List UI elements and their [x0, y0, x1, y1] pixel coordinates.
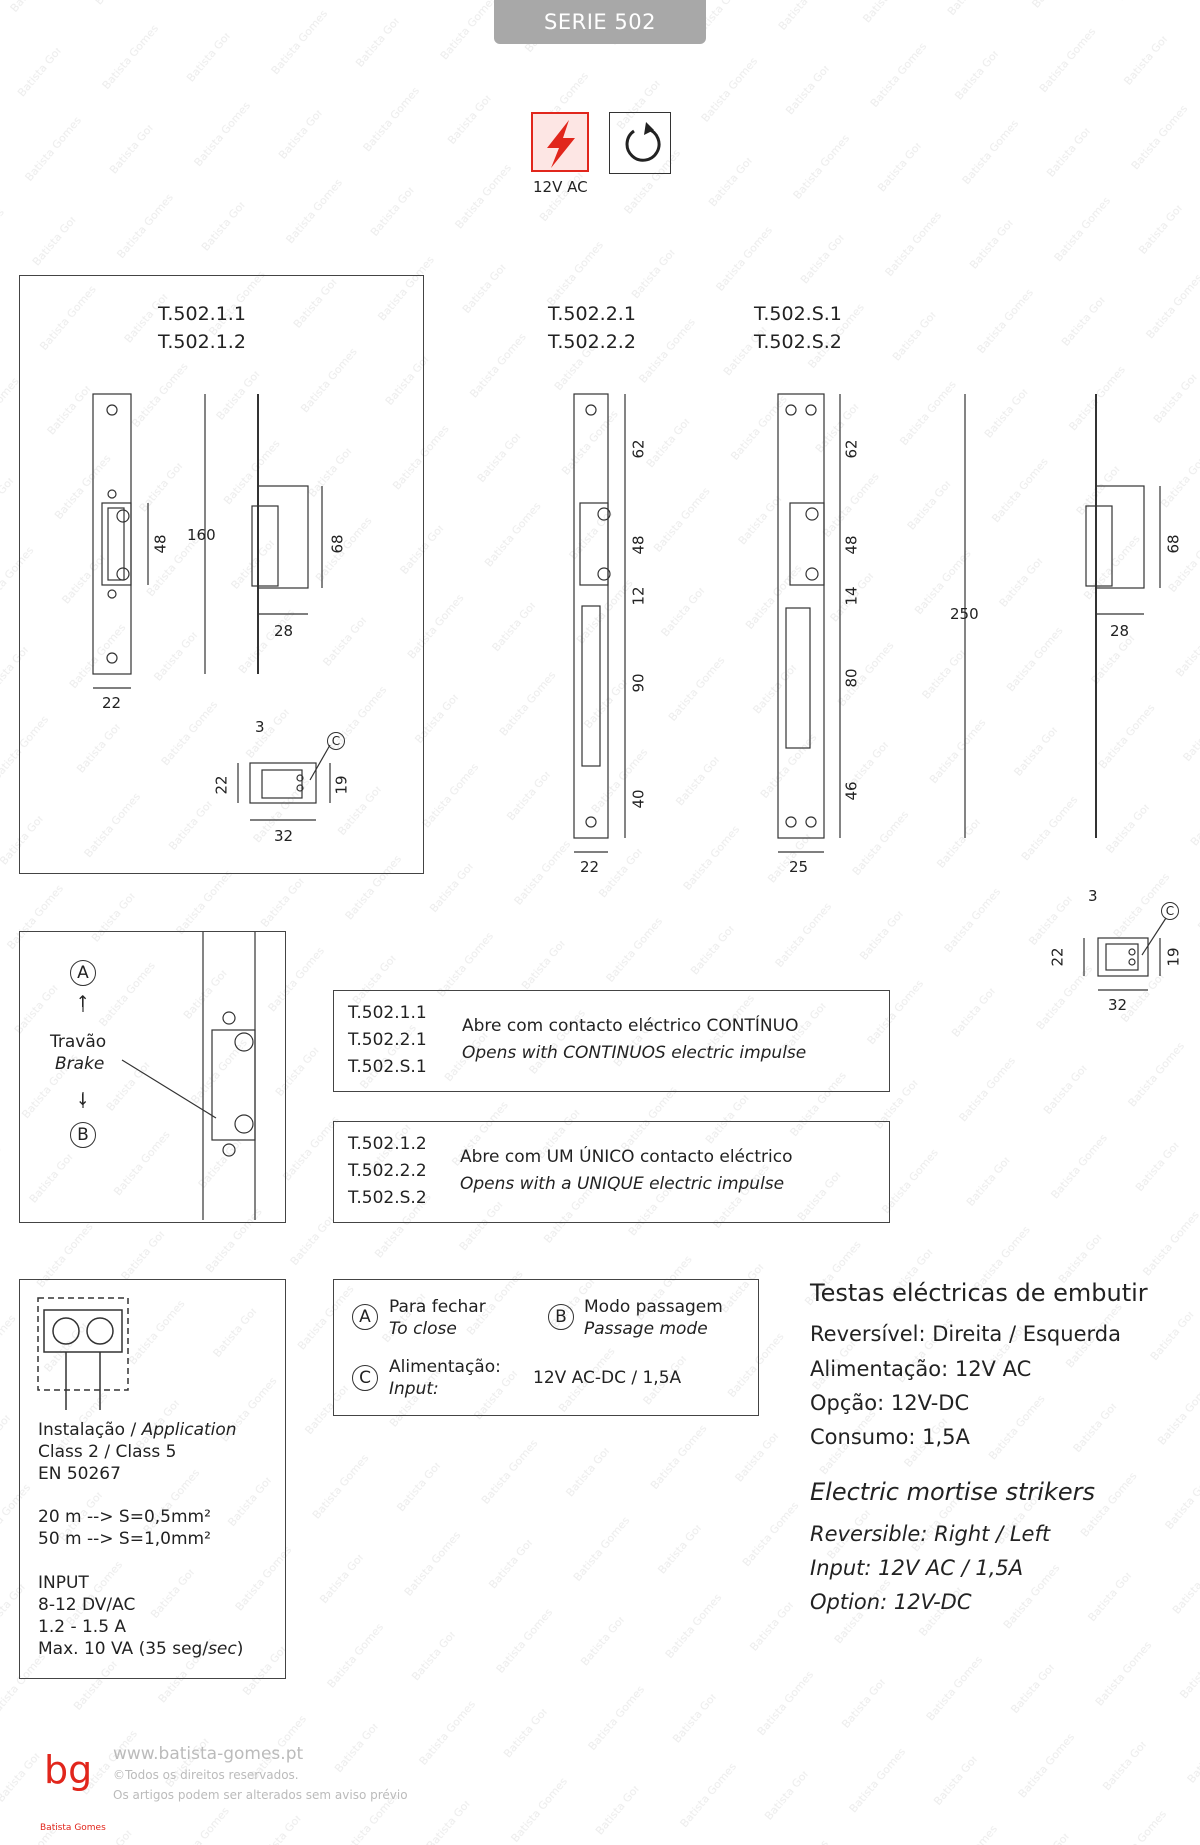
model-code: T.502.2.1 [548, 303, 636, 325]
spec-line-en: Reversible: Right / Left [810, 1522, 1051, 1546]
model-code: T.502.1.2 [348, 1134, 427, 1154]
model-code: T.502.1.1 [348, 1003, 427, 1023]
model-code: T.502.S.1 [754, 303, 842, 325]
serie-badge: SERIE 502 [494, 0, 706, 44]
spec-title-en: Electric mortise strikers [810, 1478, 1095, 1506]
footer-notice: Os artigos podem ser alterados sem aviso… [113, 1788, 408, 1802]
legend-c-pt: Alimentação: [389, 1357, 501, 1377]
dim-label: 3 [255, 718, 265, 736]
brake-drawing-lines [82, 932, 256, 1220]
brake-panel [19, 931, 286, 1223]
spec-line-en: Input: 12V AC / 1,5A [810, 1556, 1024, 1580]
install-class: Class 2 / Class 5 [38, 1442, 177, 1462]
legend-marker-c: C [352, 1365, 378, 1391]
model-code: T.502.2.2 [348, 1161, 427, 1181]
legend-c-en: Input: [389, 1379, 439, 1399]
impulse-text-en: Opens with CONTINUOS electric impulse [462, 1043, 807, 1063]
legend-b-pt: Modo passagem [584, 1297, 723, 1317]
model-code: T.502.1.1 [158, 303, 246, 325]
model-code: T.502.S.1 [348, 1057, 427, 1077]
legend-marker-a: A [352, 1304, 378, 1330]
voltage-label: 12V AC [533, 178, 588, 196]
spec-line-pt: Alimentação: 12V AC [810, 1357, 1032, 1381]
dim-label: 160 [187, 526, 216, 544]
dim-label: 22 [102, 694, 122, 712]
model-code: T.502.2.2 [548, 331, 636, 353]
model-code: T.502.1.2 [158, 331, 246, 353]
legend-a-en: To close [389, 1319, 457, 1339]
brake-label-en: Brake [55, 1054, 105, 1074]
unique-impulse-box [333, 1121, 890, 1223]
spec-line-pt: Consumo: 1,5A [810, 1425, 970, 1449]
model-code: T.502.S.2 [348, 1188, 427, 1208]
brand-logo: bg [44, 1748, 92, 1792]
footer-url: www.batista-gomes.pt [113, 1744, 304, 1764]
dim-label: 32 [1108, 996, 1128, 1014]
reversible-icon [609, 112, 671, 174]
svg-text:bg: bg [44, 1748, 92, 1792]
electric-icon [531, 112, 589, 172]
panel-model-1 [19, 275, 424, 874]
model-code: T.502.S.2 [754, 331, 842, 353]
install-norm: EN 50267 [38, 1464, 121, 1484]
dim-label: 32 [274, 827, 294, 845]
footer-rights: ©Todos os direitos reservados. [113, 1768, 299, 1782]
wire-spec-50: 50 m --> S=1,0mm² [38, 1529, 211, 1549]
legend-a-pt: Para fechar [389, 1297, 486, 1317]
brake-marker-a: A [70, 960, 96, 986]
legend-b-en: Passage mode [584, 1319, 708, 1339]
legend-c-value: 12V AC-DC / 1,5A [533, 1368, 682, 1388]
impulse-text-pt: Abre com contacto eléctrico CONTÍNUO [462, 1016, 799, 1036]
up-arrow-icon: ↑ [76, 992, 90, 1011]
input-title: INPUT [38, 1573, 89, 1593]
dim-label: 3 [1088, 887, 1098, 905]
dim-label: 250 [950, 605, 979, 623]
input-voltage: 8-12 DV/AC [38, 1595, 136, 1615]
wiring-diagram [37, 1297, 129, 1410]
wire-spec-20: 20 m --> S=0,5mm² [38, 1507, 211, 1527]
impulse-text-en: Opens with a UNIQUE electric impulse [460, 1174, 785, 1194]
dim-label: 25 [789, 858, 809, 876]
brake-label-pt: Travão [50, 1032, 107, 1052]
legend-marker-b: B [548, 1304, 574, 1330]
install-line1: Instalação / Application [38, 1420, 237, 1440]
spec-line-pt: Opção: 12V-DC [810, 1391, 970, 1415]
down-arrow-icon: ↓ [76, 1090, 90, 1109]
input-current: 1.2 - 1.5 A [38, 1617, 127, 1637]
spec-line-en: Option: 12V-DC [810, 1590, 972, 1614]
spec-title-pt: Testas eléctricas de embutir [810, 1279, 1148, 1307]
dim-label: 22 [580, 858, 600, 876]
dim-label: 28 [1110, 622, 1130, 640]
brake-marker-b: B [70, 1122, 96, 1148]
spec-line-pt: Reversível: Direita / Esquerda [810, 1322, 1121, 1346]
model-code: T.502.2.1 [348, 1030, 427, 1050]
connector-c-marker: C [1161, 900, 1179, 920]
legend-box [333, 1279, 759, 1416]
dim-label: 28 [274, 622, 294, 640]
brand-name: Batista Gomes [40, 1823, 106, 1833]
installation-panel [19, 1279, 286, 1679]
technical-drawings [92, 393, 1167, 991]
input-max: Max. 10 VA (35 seg/sec) [38, 1639, 244, 1659]
continuous-impulse-box [333, 990, 890, 1092]
connector-c-marker: C [327, 730, 345, 750]
impulse-text-pt: Abre com UM ÚNICO contacto eléctrico [460, 1147, 793, 1167]
